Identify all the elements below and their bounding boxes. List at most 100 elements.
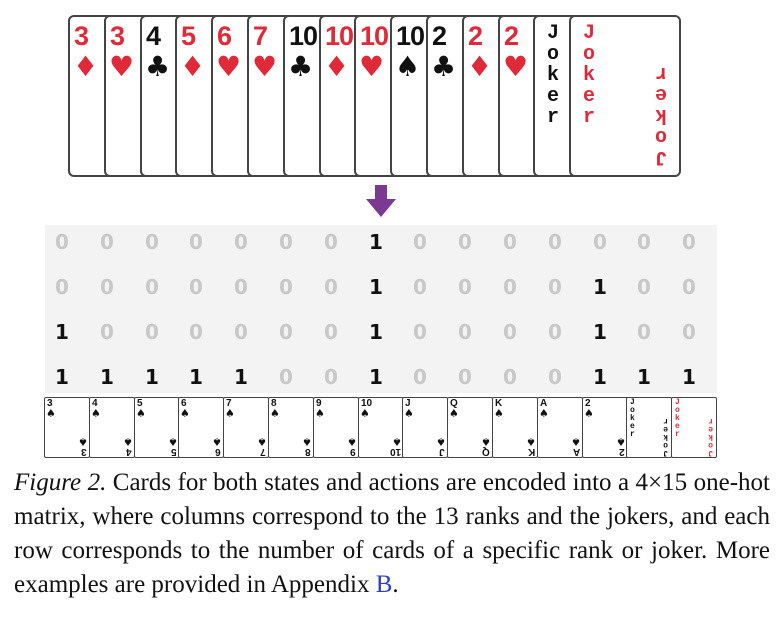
card-suit-icon: ♦ (324, 50, 350, 83)
matrix-cell: 0 (503, 230, 517, 254)
matrix-cell: 0 (55, 275, 69, 299)
column-card: 10♠10♠ (358, 397, 404, 458)
column-card: K♠K♠ (492, 397, 538, 458)
spade-icon: ♠ (616, 435, 626, 448)
card-rank: 10 (396, 21, 425, 51)
column-card: A♠A♠ (537, 397, 583, 458)
matrix-cell: 1 (55, 365, 69, 389)
matrix-cell: 1 (682, 365, 696, 389)
matrix-cell: 0 (145, 275, 159, 299)
spade-icon: ♠ (315, 407, 325, 420)
card-rank: 9 (316, 398, 322, 409)
spade-icon: ♠ (347, 435, 357, 448)
card-rank: 8 (271, 398, 277, 409)
matrix-cell: 1 (145, 365, 159, 389)
matrix-cell: 0 (324, 320, 338, 344)
spade-icon: ♠ (494, 407, 504, 420)
matrix-cell: 0 (100, 275, 114, 299)
matrix-cell: 0 (413, 230, 427, 254)
matrix-cell: 0 (324, 275, 338, 299)
matrix-cell: 0 (458, 275, 472, 299)
caption-end: . (392, 571, 399, 598)
matrix-cell: 0 (279, 230, 293, 254)
column-card: Q♠Q♠ (447, 397, 493, 458)
spade-icon: ♠ (136, 407, 146, 420)
column-card: 7♠7♠ (223, 397, 269, 458)
matrix-cell: 1 (593, 320, 607, 344)
matrix-cell: 1 (369, 275, 383, 299)
spade-icon: ♠ (539, 407, 549, 420)
matrix-cell: 0 (637, 320, 651, 344)
card-rank: 10 (360, 21, 389, 51)
matrix-cell: 1 (55, 320, 69, 344)
matrix-cell: 1 (369, 320, 383, 344)
matrix-cell: 0 (548, 230, 562, 254)
matrix-cell: 0 (145, 230, 159, 254)
spade-icon: ♠ (91, 407, 101, 420)
matrix-cell: 0 (279, 275, 293, 299)
spade-icon: ♠ (180, 407, 190, 420)
matrix-cell: 0 (458, 320, 472, 344)
card-rank: 4 (92, 398, 98, 409)
spade-icon: ♠ (225, 407, 235, 420)
matrix-cell: 0 (324, 230, 338, 254)
card-suit-icon: ♠ (395, 50, 421, 83)
matrix-cell: 0 (503, 275, 517, 299)
spade-icon: ♠ (392, 435, 402, 448)
card-rank: 7 (253, 21, 268, 51)
card-suit-icon: ♣ (431, 50, 457, 83)
card-rank: J (405, 398, 411, 409)
matrix-cell: 0 (682, 320, 696, 344)
down-arrow-icon (366, 185, 396, 217)
card-suit-icon: ♥ (359, 50, 385, 83)
card-suit-icon: ♥ (216, 50, 242, 83)
matrix-cell: 1 (593, 365, 607, 389)
spade-icon: ♠ (270, 407, 280, 420)
matrix-cell: 0 (145, 320, 159, 344)
card-rank: Q (450, 398, 458, 409)
card-rank: 10 (289, 21, 318, 51)
card-rank: 5 (137, 398, 143, 409)
matrix-cell: 1 (593, 275, 607, 299)
column-card: 6♠6♠ (178, 397, 224, 458)
spade-icon: ♠ (78, 435, 88, 448)
spade-icon: ♠ (302, 435, 312, 448)
matrix-cell: 0 (279, 365, 293, 389)
matrix-cell: 1 (369, 230, 383, 254)
column-cards: 3♠3♠4♠4♠5♠5♠6♠6♠7♠7♠8♠8♠9♠9♠10♠10♠J♠J♠Q♠… (0, 397, 783, 461)
matrix-cell: 1 (637, 365, 651, 389)
matrix-cell: 1 (234, 365, 248, 389)
matrix-cell: 1 (369, 365, 383, 389)
caption-label: Figure 2. (14, 469, 107, 496)
matrix-cell: 0 (503, 320, 517, 344)
matrix-cell: 0 (548, 320, 562, 344)
spade-icon: ♠ (168, 435, 178, 448)
card-rank: 2 (432, 21, 447, 51)
card-rank: 10 (325, 21, 354, 51)
card-suit-icon: ♦ (180, 50, 206, 83)
card-rank: 4 (146, 21, 161, 51)
matrix-cell: 1 (189, 365, 203, 389)
matrix-cell: 0 (234, 320, 248, 344)
column-card: 2♠2♠ (582, 397, 628, 458)
matrix-cell: 0 (458, 365, 472, 389)
card-suit-icon: ♣ (288, 50, 314, 83)
card-rank: 3 (74, 21, 89, 51)
card-suit-icon: ♥ (252, 50, 278, 83)
matrix-cell: 0 (413, 320, 427, 344)
matrix-cell: 0 (548, 275, 562, 299)
card-rank: 10 (361, 398, 373, 409)
appendix-link[interactable]: B (375, 571, 393, 598)
matrix-cell: 0 (55, 230, 69, 254)
matrix-cell: 0 (100, 230, 114, 254)
spade-icon: ♠ (212, 435, 222, 448)
